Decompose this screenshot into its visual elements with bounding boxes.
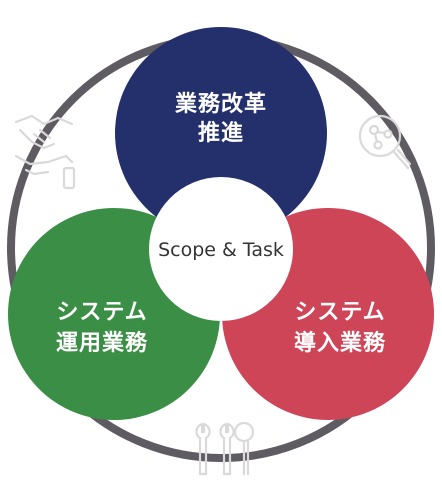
top-circle — [115, 27, 327, 239]
left-circle-label-line2: 運用業務 — [56, 330, 148, 356]
top-circle-label-line1: 業務改革 — [175, 91, 267, 117]
handshake-icon — [14, 114, 76, 190]
wrench-tools-icon — [195, 421, 255, 476]
right-circle-label-line1: システム — [294, 300, 385, 325]
magnifier-network-icon — [358, 114, 412, 170]
center-circle — [149, 177, 293, 321]
center-label: Scope & Task — [158, 239, 284, 261]
left-circle-label-line1: システム — [56, 300, 147, 325]
top-circle-label-line2: 推進 — [198, 121, 244, 146]
right-circle-label-line2: 導入業務 — [294, 330, 386, 356]
